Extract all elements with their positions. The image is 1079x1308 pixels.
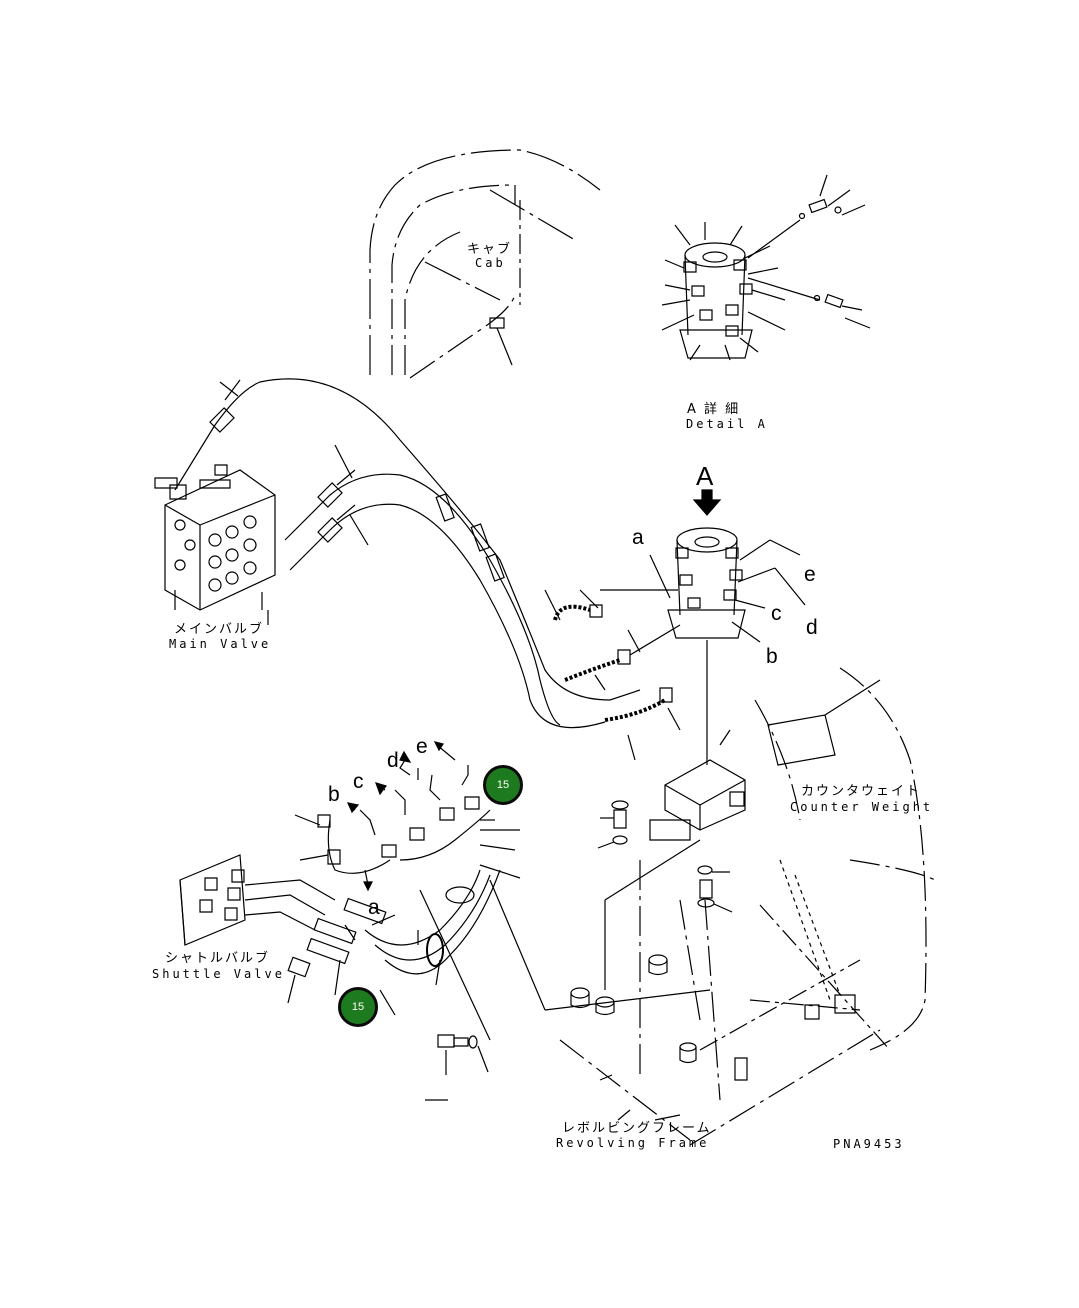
connection-letter-d-lower: d (387, 749, 399, 772)
callout-badge-15-lower[interactable]: 15 (338, 987, 378, 1027)
connection-letter-c-upper: c (771, 602, 782, 625)
connection-letter-b-upper: b (766, 645, 778, 668)
revolving-frame-label-jp: レボルビングフレーム (562, 1121, 712, 1136)
connection-letter-a-lower: a (368, 896, 380, 919)
shuttle-valve-body (180, 855, 386, 1003)
connection-letter-b-lower: b (328, 783, 340, 806)
view-letter-a: A (696, 461, 714, 491)
connection-arrows (348, 742, 468, 890)
counter-weight-label-en: Counter Weight (790, 800, 934, 814)
bracket-assembly (598, 730, 745, 990)
shuttle-valve-label-jp: シャトルバルブ (165, 951, 271, 966)
callout-badge-15-upper[interactable]: 15 (483, 765, 523, 805)
counter-weight-label-jp: カウンタウェイト (801, 784, 922, 799)
swivel-joint (600, 490, 805, 765)
drawing-code: PNA9453 (833, 1137, 905, 1151)
connection-letter-d-upper: d (806, 616, 818, 639)
connection-letter-c-lower: c (353, 770, 364, 793)
detail-a-swivel-joint (662, 175, 870, 360)
cab-label-en: Cab (475, 256, 506, 270)
counter-weight (755, 668, 935, 1050)
shuttle-valve-label-en: Shuttle Valve (152, 967, 285, 981)
main-valve-label-en: Main Valve (169, 637, 272, 651)
detail-a-label-jp: A 詳 細 (687, 402, 741, 417)
main-valve-hoses (175, 379, 680, 760)
main-valve-body (155, 465, 275, 625)
cab-outline (370, 150, 600, 378)
shuttle-hoses (245, 797, 710, 1100)
revolving-frame-label-en: Revolving Frame (556, 1136, 710, 1150)
cab-label-jp: キャブ (467, 242, 513, 257)
main-valve-label-jp: メインバルブ (174, 622, 265, 637)
detail-a-label-en: Detail A (686, 417, 768, 431)
revolving-frame (560, 860, 880, 1145)
connection-letter-e-lower: e (416, 735, 428, 758)
connection-letter-a-upper: a (632, 526, 644, 549)
connection-letter-e-upper: e (804, 563, 816, 586)
